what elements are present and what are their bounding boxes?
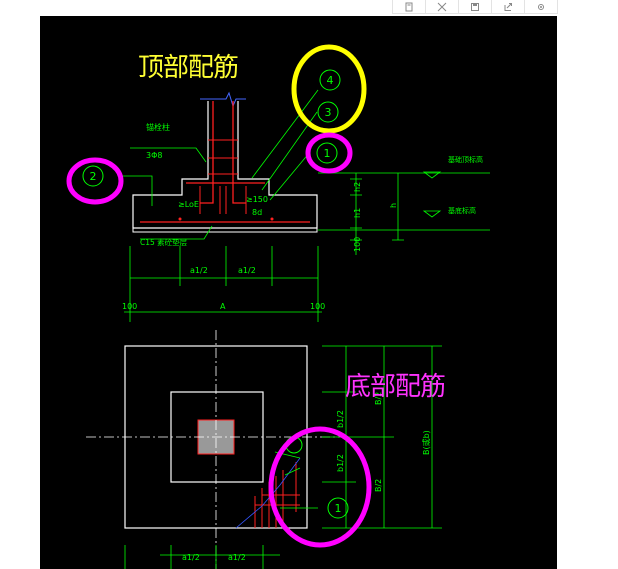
marker-3-number: 3 xyxy=(325,106,332,119)
dim-100-left-label: 100 xyxy=(122,302,137,311)
toolbar xyxy=(392,0,558,14)
rebar-dot-2 xyxy=(270,217,274,221)
marker-4-circle xyxy=(319,69,341,91)
c15-label: C15 素砼垫层 xyxy=(140,237,188,247)
dim-100-right-label: 100 xyxy=(310,302,325,311)
8d-label: 8d xyxy=(252,208,262,217)
highlight-annotations xyxy=(66,44,372,548)
loe-label: ≥LoE xyxy=(178,200,199,209)
save-button[interactable] xyxy=(459,0,492,13)
marker-1-top-circle xyxy=(316,142,338,164)
leader-lines xyxy=(120,89,319,240)
marker-1-bottom-number: 1 xyxy=(335,502,342,515)
rebar-markers xyxy=(82,69,349,519)
b12-lower-label: b1/2 xyxy=(336,454,345,472)
blinding-layer xyxy=(132,227,318,233)
B2-upper-label: B/2 xyxy=(374,392,383,405)
magenta-highlight-marker-1 xyxy=(305,132,353,174)
share-icon xyxy=(504,2,512,11)
bottom-a12-left-label: a1/2 xyxy=(182,553,200,562)
cad-canvas[interactable]: 锚栓柱 3Φ8 ≥LoE ≥150 8d C15 素砼垫层 a1/2 a1/2 … xyxy=(40,16,557,569)
elevation-labels: 锚栓柱 3Φ8 ≥LoE ≥150 8d C15 素砼垫层 a1/2 a1/2 … xyxy=(122,122,483,311)
a12-left-label: a1/2 xyxy=(190,266,208,275)
marker-2-number: 2 xyxy=(90,170,97,183)
column-outline xyxy=(132,101,318,229)
dim-100-vertical-label: 100 xyxy=(353,237,362,252)
plan-labels: b1/2 b1/2 B/2 B/2 B(或b) a1/2 a1/2 xyxy=(182,392,431,562)
plan-break-line xyxy=(235,457,301,529)
marker-4-number: 4 xyxy=(327,74,334,87)
column-rebar-left xyxy=(200,101,214,204)
spacing-150-label: ≥150 xyxy=(246,195,268,204)
marker-1-bottom-circle xyxy=(327,497,349,519)
marker-1-top-number: 1 xyxy=(324,147,331,160)
center-lines xyxy=(86,330,348,569)
settings-button[interactable] xyxy=(525,0,557,13)
dim-a-label: A xyxy=(220,302,226,311)
share-button[interactable] xyxy=(492,0,525,13)
bar-spec-label: 3Φ8 xyxy=(146,151,162,160)
h1-label: h1 xyxy=(353,208,362,218)
anchor-label: 锚栓柱 xyxy=(146,122,170,132)
b12-upper-label: b1/2 xyxy=(336,410,345,428)
bottom-a12-right-label: a1/2 xyxy=(228,553,246,562)
save-icon xyxy=(471,2,479,11)
rebar-dot-1 xyxy=(178,217,182,221)
copy-icon xyxy=(405,2,413,11)
foundation-elevation xyxy=(120,89,490,322)
h-label: h xyxy=(389,203,398,208)
marker-2-circle xyxy=(82,165,104,187)
bottom-reinforcement-title: 底部配筋 xyxy=(345,372,446,402)
magenta-highlight-marker-2 xyxy=(66,157,124,205)
column-break-line xyxy=(200,91,246,108)
marker-3-circle xyxy=(317,101,339,123)
foundation-drawing: 锚栓柱 3Φ8 ≥LoE ≥150 8d C15 素砼垫层 a1/2 a1/2 … xyxy=(66,44,490,569)
B-total-label: B(或b) xyxy=(421,430,431,455)
expand-button[interactable] xyxy=(426,0,459,13)
elev-bottom-label: 基底标高 xyxy=(448,206,476,215)
elev-top-label: 基础顶标高 xyxy=(448,155,483,164)
yellow-highlight-ellipse xyxy=(291,44,367,134)
h2-label: h2 xyxy=(353,182,362,192)
rebar-ticks xyxy=(199,186,247,214)
expand-icon xyxy=(437,2,447,11)
B2-lower-label: B/2 xyxy=(374,479,383,492)
column-rebar-right xyxy=(232,101,246,204)
gear-icon xyxy=(538,3,544,10)
a12-right-label: a1/2 xyxy=(238,266,256,275)
stirrups xyxy=(208,139,238,175)
marker-numbers: 4 3 1 2 1 xyxy=(90,74,342,515)
plan-bottom-dims xyxy=(124,545,280,569)
magenta-highlight-bottom xyxy=(268,426,372,548)
elevation-markers xyxy=(422,171,442,218)
top-reinforcement-title: 顶部配筋 xyxy=(138,53,239,83)
width-dimensions xyxy=(124,246,322,322)
height-dimensions xyxy=(318,172,490,255)
copy-button[interactable] xyxy=(393,0,426,13)
